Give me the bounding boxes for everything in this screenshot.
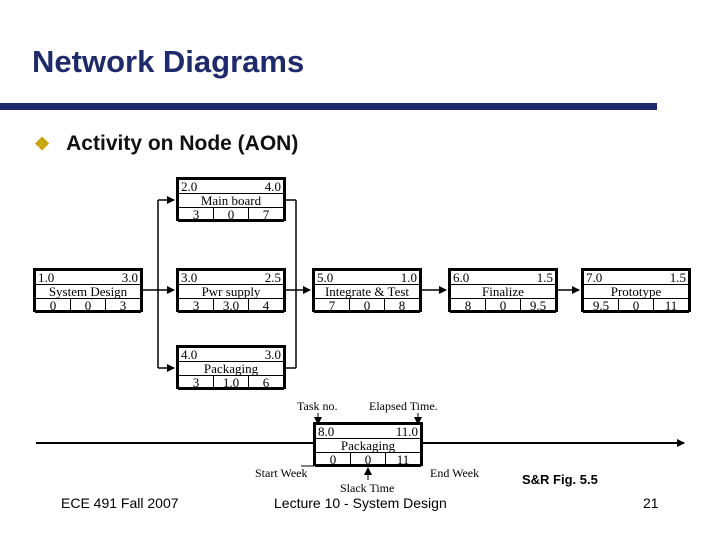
node-system-design: 1.0 3.0 System Design 0 0 3 — [33, 268, 143, 313]
node-slack: 3.0 — [213, 298, 249, 313]
node-finish: 3 — [105, 298, 141, 313]
node-name: System Design — [35, 284, 141, 299]
node-name: Integrate & Test — [314, 284, 420, 299]
node-slack: 0 — [350, 452, 386, 467]
node-id: 3.0 — [178, 270, 214, 285]
node-name: Prototype — [583, 284, 689, 299]
node-finish: 8 — [384, 298, 420, 313]
title-underline — [0, 103, 657, 110]
figure-reference: S&R Fig. 5.5 — [522, 472, 598, 487]
node-name: Main board — [178, 193, 284, 208]
node-id: 1.0 — [35, 270, 71, 285]
node-spacer — [213, 347, 249, 362]
node-id: 5.0 — [314, 270, 350, 285]
node-start: 8 — [450, 298, 486, 313]
legend-start-week-label: Start Week — [255, 466, 308, 480]
node-duration: 11.0 — [385, 424, 421, 439]
node-spacer — [485, 270, 521, 285]
footer-lecture: Lecture 10 - System Design — [274, 495, 447, 511]
node-slack: 0 — [618, 298, 654, 313]
legend-node: 8.0 11.0 Packaging 0 0 11 — [313, 422, 423, 467]
node-integrate-test: 5.0 1.0 Integrate & Test 7 0 8 — [312, 268, 422, 313]
node-pwr-supply: 3.0 2.5 Pwr supply 3 3.0 4 — [176, 268, 286, 313]
node-duration: 3.0 — [248, 347, 284, 362]
page-title: Network Diagrams — [32, 44, 305, 79]
node-main-board: 2.0 4.0 Main board 3 0 7 — [176, 177, 286, 222]
node-id: 6.0 — [450, 270, 486, 285]
node-id: 4.0 — [178, 347, 214, 362]
node-finalize: 6.0 1.5 Finalize 8 0 9.5 — [448, 268, 558, 313]
node-spacer — [213, 270, 249, 285]
node-finish: 4 — [248, 298, 284, 313]
node-spacer — [349, 270, 385, 285]
node-id: 7.0 — [583, 270, 619, 285]
legend-task-no-label: Task no. — [297, 399, 338, 413]
bullet-item: ❖ Activity on Node (AON) — [34, 132, 298, 156]
node-finish: 9.5 — [520, 298, 556, 313]
node-start: 3 — [178, 298, 214, 313]
node-duration: 1.0 — [384, 270, 420, 285]
node-start: 0 — [35, 298, 71, 313]
node-spacer — [618, 270, 654, 285]
node-start: 9.5 — [583, 298, 619, 313]
node-id: 8.0 — [315, 424, 351, 439]
node-start: 7 — [314, 298, 350, 313]
page-number: 21 — [643, 495, 659, 511]
node-spacer — [70, 270, 106, 285]
node-slack: 1.0 — [213, 375, 249, 390]
node-finish: 11 — [385, 452, 421, 467]
node-finish: 6 — [248, 375, 284, 390]
node-name: Packaging — [315, 438, 421, 453]
node-duration: 2.5 — [248, 270, 284, 285]
node-duration: 4.0 — [248, 179, 284, 194]
legend-slack-time-label: Slack Time — [340, 481, 395, 495]
node-name: Finalize — [450, 284, 556, 299]
legend-end-week-label: End Week — [430, 466, 480, 480]
node-duration: 1.5 — [653, 270, 689, 285]
node-start: 0 — [315, 452, 351, 467]
node-start: 3 — [178, 207, 214, 222]
node-prototype: 7.0 1.5 Prototype 9.5 0 11 — [581, 268, 691, 313]
bullet-text: Activity on Node (AON) — [66, 132, 299, 155]
node-spacer — [213, 179, 249, 194]
node-spacer — [350, 424, 386, 439]
node-finish: 7 — [248, 207, 284, 222]
node-slack: 0 — [213, 207, 249, 222]
node-duration: 3.0 — [105, 270, 141, 285]
node-finish: 11 — [653, 298, 689, 313]
node-name: Pwr supply — [178, 284, 284, 299]
legend-elapsed-label: Elapsed Time. — [369, 399, 438, 413]
node-packaging: 4.0 3.0 Packaging 3 1.0 6 — [176, 345, 286, 390]
node-id: 2.0 — [178, 179, 214, 194]
node-name: Packaging — [178, 361, 284, 376]
bullet-icon: ❖ — [34, 133, 51, 154]
node-start: 3 — [178, 375, 214, 390]
node-slack: 0 — [349, 298, 385, 313]
node-duration: 1.5 — [520, 270, 556, 285]
footer-course: ECE 491 Fall 2007 — [61, 495, 179, 511]
node-slack: 0 — [70, 298, 106, 313]
node-slack: 0 — [485, 298, 521, 313]
